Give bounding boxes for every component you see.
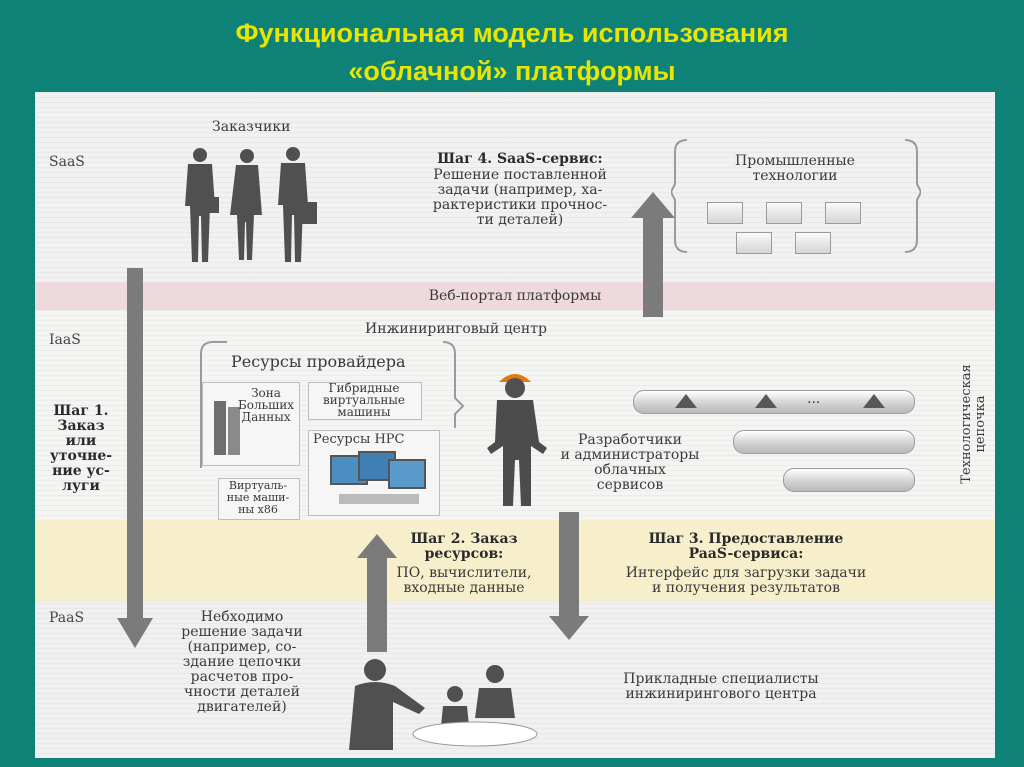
industrial-module: [707, 202, 743, 224]
tech-pipe: [733, 430, 915, 454]
industrial-module: [825, 202, 861, 224]
customers-figures: [185, 147, 317, 262]
big-data-label: Зона Больших Данных: [237, 386, 295, 424]
industrial-label: Промышленные технологии: [735, 153, 855, 184]
hybrid-vm-box: [308, 382, 422, 420]
server-rack-icon: [214, 401, 240, 455]
hybrid-vm-label: Гибридные виртуальные машины: [322, 381, 406, 419]
industrial-module: [795, 232, 831, 254]
step4-title: Шаг 4. SaaS-сервис:: [437, 151, 603, 167]
step2-text: ПО, вычислители, входные данные: [396, 565, 532, 596]
industrial-module: [766, 202, 802, 224]
customers-label: Заказчики: [212, 119, 291, 135]
tech-pipe: [783, 468, 915, 492]
step1-down-arrow: [117, 268, 153, 648]
developers-label: Разработчики и администраторы облачных с…: [560, 432, 700, 493]
step4-up-arrow: [631, 192, 675, 317]
need-label: Небходимо решение задачи (например, со- …: [181, 609, 303, 715]
computer-icon: [330, 451, 426, 504]
slide-title: Функциональная модель использования «обл…: [0, 14, 1024, 90]
tech-chain-label: Технологическая цепочка: [959, 364, 988, 484]
engineering-center-label: Инжиниринговый центр: [365, 321, 547, 337]
hpc-label: Ресурсы HPC: [313, 432, 405, 447]
vm-x86-label: Виртуаль- ные маши- ны x86: [226, 479, 290, 516]
step3-down-arrow: [549, 512, 589, 640]
title-line-1: Функциональная модель использования: [235, 18, 789, 48]
step2-title: Шаг 2. Заказ ресурсов:: [410, 531, 518, 562]
provider-bracket: [200, 341, 465, 468]
layer-saas-label: SaaS: [49, 154, 85, 170]
provider-resources-label: Ресурсы провайдера: [231, 352, 406, 371]
web-portal-label: Веб-портал платформы: [428, 288, 602, 304]
layer-iaas-label: IaaS: [49, 332, 81, 348]
step4-text: Решение поставленной задачи (например, х…: [432, 167, 608, 228]
diagram-panel: SaaS IaaS PaaS Веб-портал платформы Зака…: [35, 92, 995, 758]
layer-paas-label: PaaS: [49, 610, 85, 626]
step2-up-arrow: [357, 534, 397, 652]
specialists-meeting-figures: [349, 659, 538, 750]
industrial-bracket: [671, 139, 921, 253]
step3-text: Интерфейс для загрузки задачи и получени…: [625, 565, 867, 596]
step3-title: Шаг 3. Предоставление PaaS-сервиса:: [648, 531, 844, 562]
specialists-label: Прикладные специалисты инжинирингового ц…: [623, 671, 819, 702]
web-portal-band: [35, 282, 995, 310]
paas-step-band: [35, 520, 995, 602]
title-line-2: «облачной» платформы: [348, 56, 676, 86]
engineer-figure: [487, 374, 547, 506]
pipe-ellipsis: ...: [807, 391, 821, 407]
step1-label: Шаг 1. Заказ или уточне- ние ус- луги: [49, 403, 113, 494]
industrial-module: [736, 232, 772, 254]
pipe-markers: [675, 394, 885, 408]
vm-x86-box: [218, 478, 300, 520]
